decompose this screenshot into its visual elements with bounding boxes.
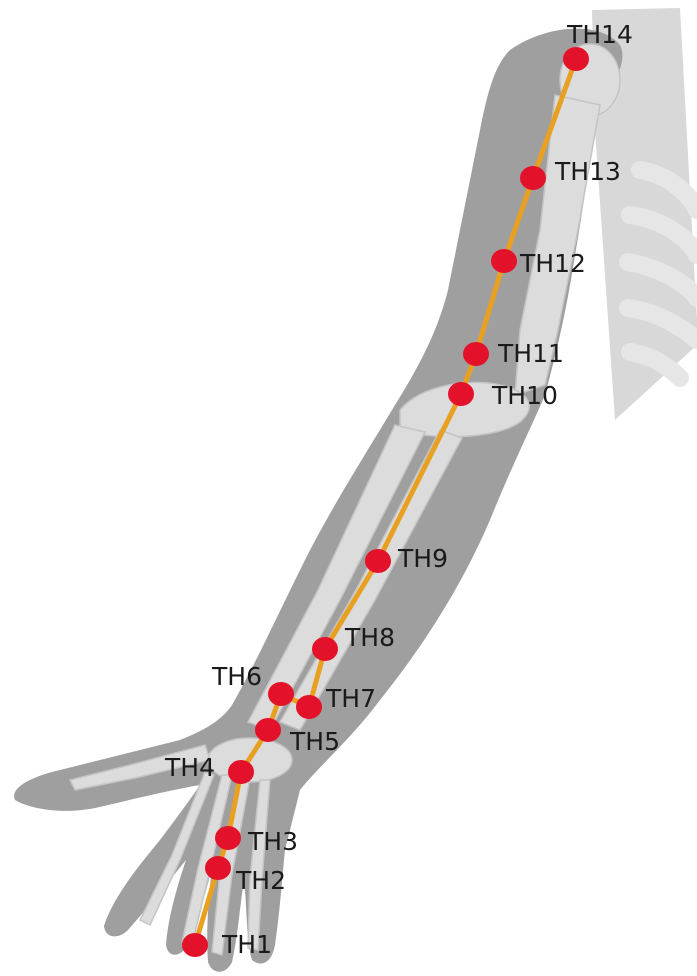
acupoint-label-th11: TH11 [497, 339, 564, 368]
acupoint-th10 [448, 382, 474, 406]
acupoint-th6 [268, 682, 294, 706]
acupoint-label-th10: TH10 [491, 381, 558, 410]
acupoint-th11 [463, 342, 489, 366]
acupoint-th8 [312, 637, 338, 661]
acupoint-label-th4: TH4 [164, 753, 215, 782]
acupoint-label-th13: TH13 [554, 157, 621, 186]
acupoint-th2 [205, 856, 231, 880]
acupoint-label-th3: TH3 [247, 827, 298, 856]
acupoint-label-th1: TH1 [221, 930, 272, 959]
acupoint-label-th12: TH12 [519, 249, 586, 278]
acupoint-th12 [491, 249, 517, 273]
acupoint-th13 [520, 166, 546, 190]
acupoint-label-th6: TH6 [211, 662, 262, 691]
acupoint-th5 [255, 718, 281, 742]
acupoint-th1 [182, 933, 208, 957]
acupoint-label-th8: TH8 [344, 623, 395, 652]
acupoint-th9 [365, 549, 391, 573]
acupoint-label-th14: TH14 [566, 20, 633, 49]
acupoint-th14 [563, 47, 589, 71]
acupoint-th7 [296, 695, 322, 719]
acupoint-th3 [215, 826, 241, 850]
acupoint-label-th5: TH5 [289, 727, 340, 756]
acupoint-label-th2: TH2 [235, 866, 286, 895]
acupoint-label-th9: TH9 [397, 544, 448, 573]
acupoint-label-th7: TH7 [325, 684, 376, 713]
acupoint-th4 [228, 760, 254, 784]
